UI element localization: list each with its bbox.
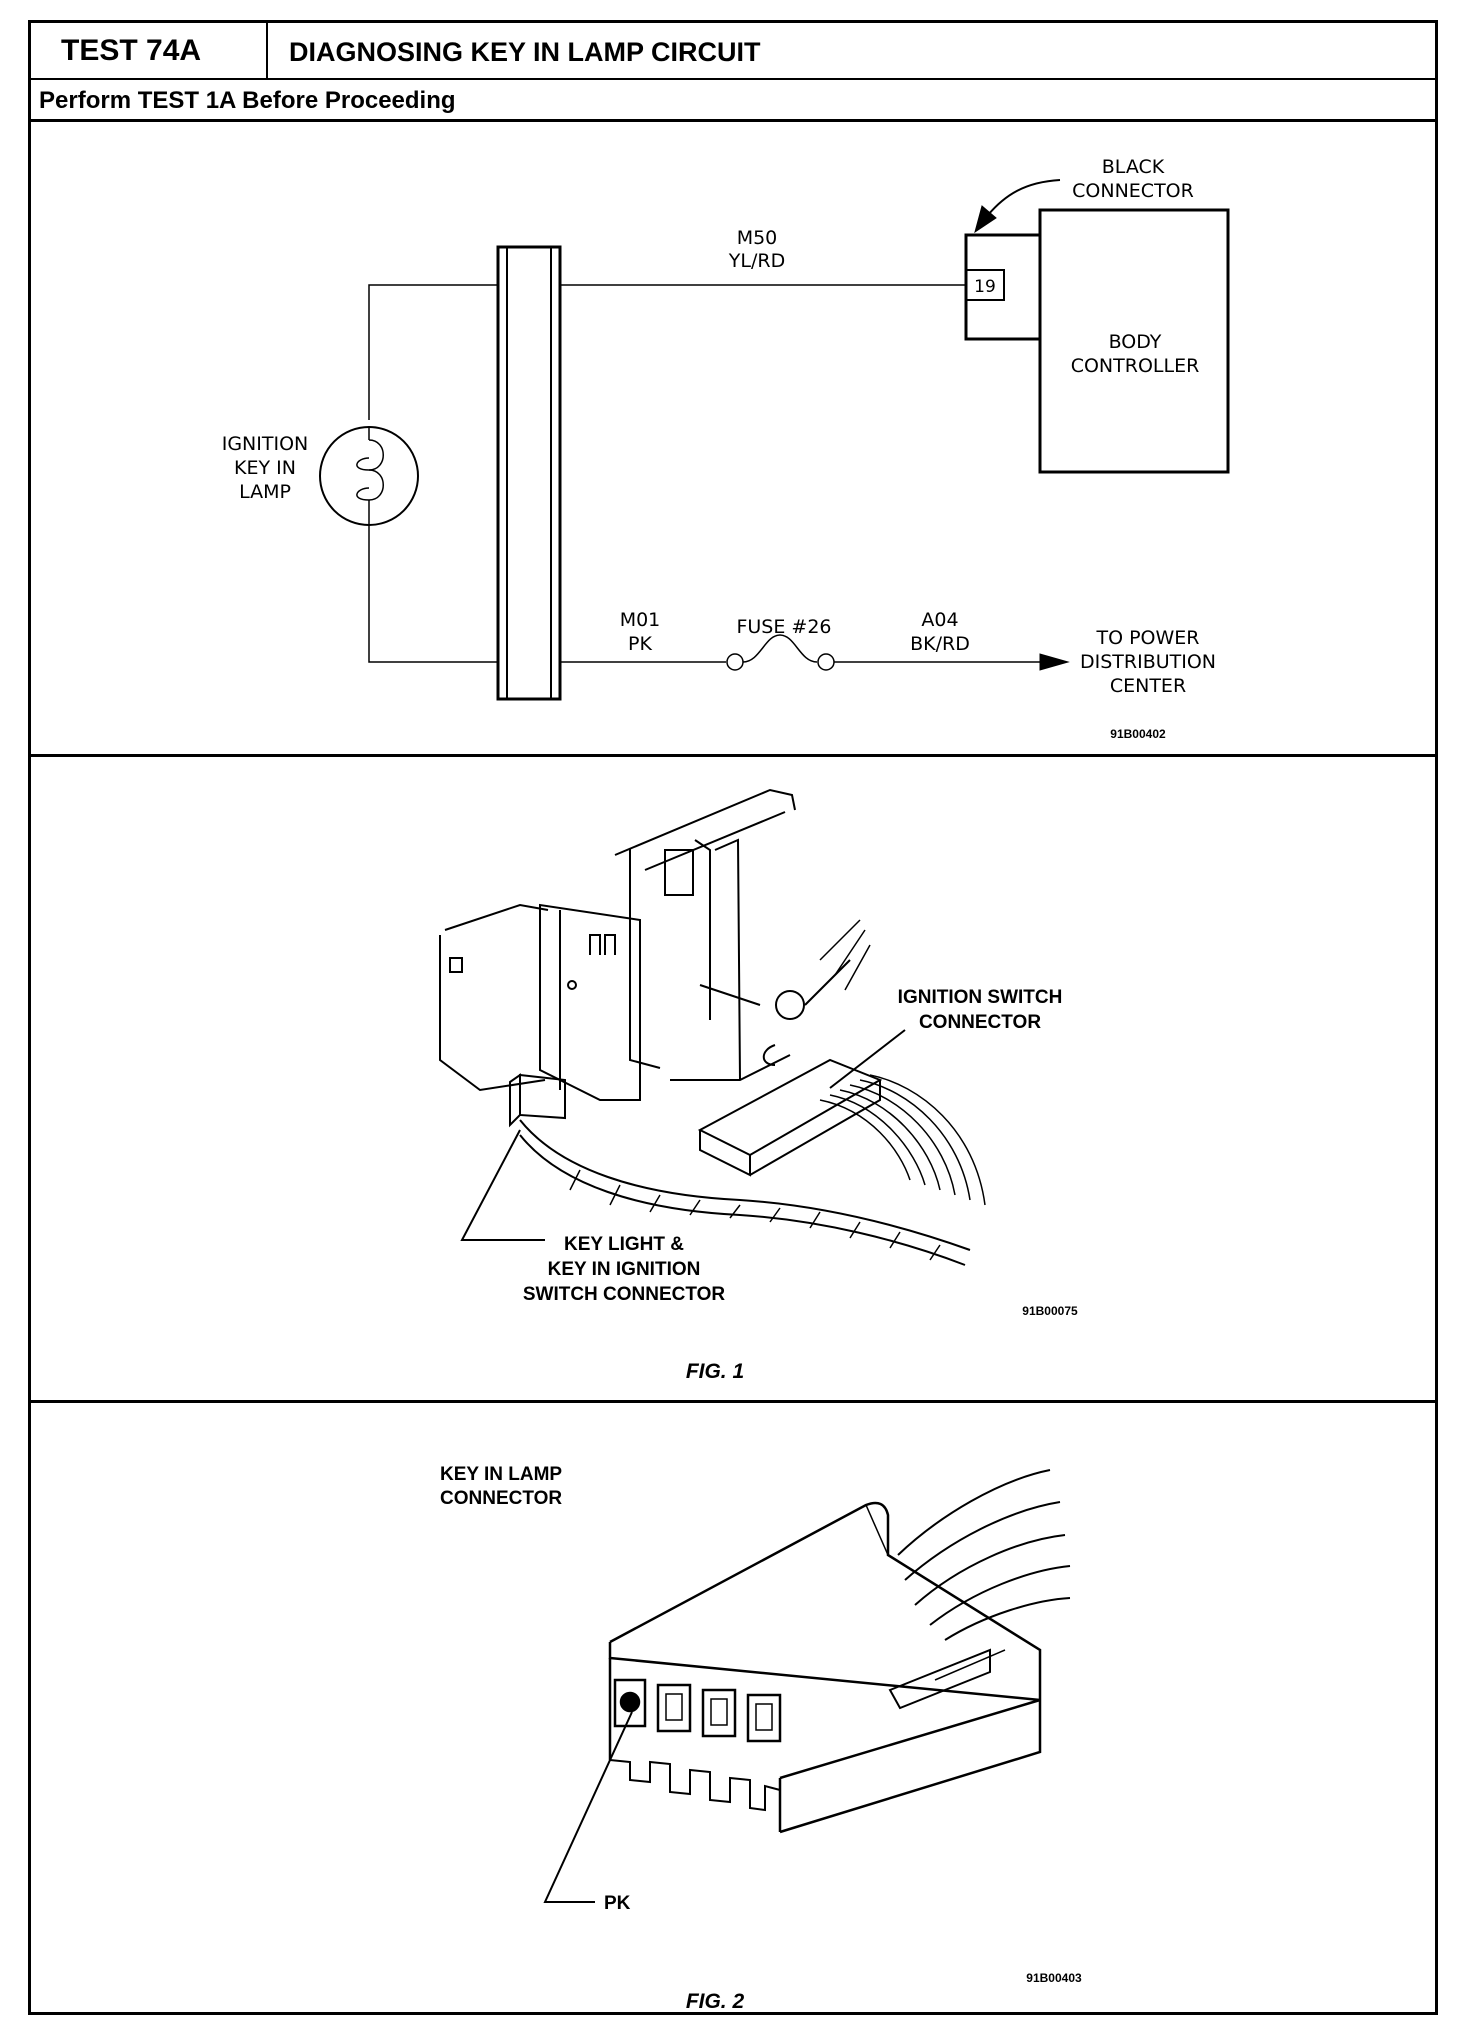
key-light-callout-line1: KEY LIGHT & (564, 1234, 684, 1255)
fig2-title-line2: CONNECTOR (440, 1488, 562, 1509)
wire-a04-color: BK/RD (910, 633, 970, 655)
wire-lamp-top (368, 284, 498, 420)
callout-leader-pk (543, 1711, 633, 1903)
prerequisite-text: Perform TEST 1A Before Proceeding (39, 87, 456, 114)
ignition-switch-callout-line1: IGNITION SWITCH (898, 987, 1063, 1008)
fuse-label: FUSE #26 (736, 616, 831, 638)
header-row: TEST 74A DIAGNOSING KEY IN LAMP CIRCUIT (31, 23, 1435, 80)
arrow-head (974, 205, 997, 234)
fig2-labels: KEY IN LAMP CONNECTOR PK 91B00403 FIG. 2 (440, 1464, 1082, 2013)
fig2-figure-code: 91B00403 (1026, 1971, 1082, 1985)
wire-lamp-bottom (368, 525, 498, 663)
fuse-symbol (726, 634, 835, 671)
fig1-labels: IGNITION SWITCH CONNECTOR KEY LIGHT & KE… (523, 987, 1078, 1383)
black-connector-label1: BLACK (1102, 156, 1165, 178)
fig1-figure-code: 91B00075 (1022, 1304, 1078, 1318)
key-light-callout-line3: SWITCH CONNECTOR (523, 1284, 726, 1305)
fig1-caption: FIG. 1 (686, 1360, 744, 1383)
wire-m50-code: M50 (737, 227, 778, 249)
wire-m01-code: M01 (620, 609, 661, 631)
prerequisite-row: Perform TEST 1A Before Proceeding (31, 80, 1435, 122)
destination-line3: CENTER (1110, 675, 1186, 697)
test-title: DIAGNOSING KEY IN LAMP CIRCUIT (289, 37, 761, 67)
harness-bar (496, 245, 562, 701)
callout-leader-key-light (460, 1129, 545, 1241)
schematic-figure-code: 91B00402 (1110, 727, 1166, 741)
callout-leader-ignition-connector (829, 1029, 906, 1089)
test-id: TEST 74A (31, 23, 268, 78)
fig2-caption: FIG. 2 (686, 1990, 745, 2013)
fig2-title-line1: KEY IN LAMP (440, 1464, 562, 1485)
black-connector-arrow (987, 179, 1061, 216)
destination-line1: TO POWER (1095, 627, 1199, 649)
pk-callout-label: PK (604, 1893, 631, 1914)
wire-m01-color: PK (628, 633, 652, 655)
section-divider (31, 1400, 1435, 1403)
ignition-switch-illustration (439, 788, 986, 1266)
arrow-head (1039, 653, 1070, 671)
key-in-lamp-connector-illustration (543, 1469, 1071, 1903)
body-controller-label2: CONTROLLER (1071, 355, 1200, 377)
test-sheet: TEST 74A DIAGNOSING KEY IN LAMP CIRCUIT … (28, 20, 1438, 2015)
black-connector-label2: CONNECTOR (1072, 180, 1194, 202)
schematic-labels: IGNITION KEY IN LAMP M50 YL/RD BLACK CON… (222, 156, 1216, 741)
section-divider (31, 754, 1435, 757)
pin-number: 19 (974, 277, 996, 297)
lamp-label-line2: KEY IN (234, 457, 296, 479)
body-controller-label1: BODY (1109, 331, 1162, 353)
lamp-label-line3: LAMP (239, 481, 291, 503)
body-controller-box (964, 208, 1230, 474)
wire-m50-color: YL/RD (728, 250, 785, 272)
wiring-schematic (319, 179, 1230, 701)
pk-pin-cavity (619, 1691, 641, 1713)
wire-a04-code: A04 (921, 609, 958, 631)
key-in-lamp-symbol (319, 426, 419, 526)
ignition-switch-callout-line2: CONNECTOR (919, 1012, 1041, 1033)
lamp-label-line1: IGNITION (222, 433, 309, 455)
destination-line2: DISTRIBUTION (1080, 651, 1216, 673)
key-light-callout-line2: KEY IN IGNITION (548, 1259, 701, 1280)
